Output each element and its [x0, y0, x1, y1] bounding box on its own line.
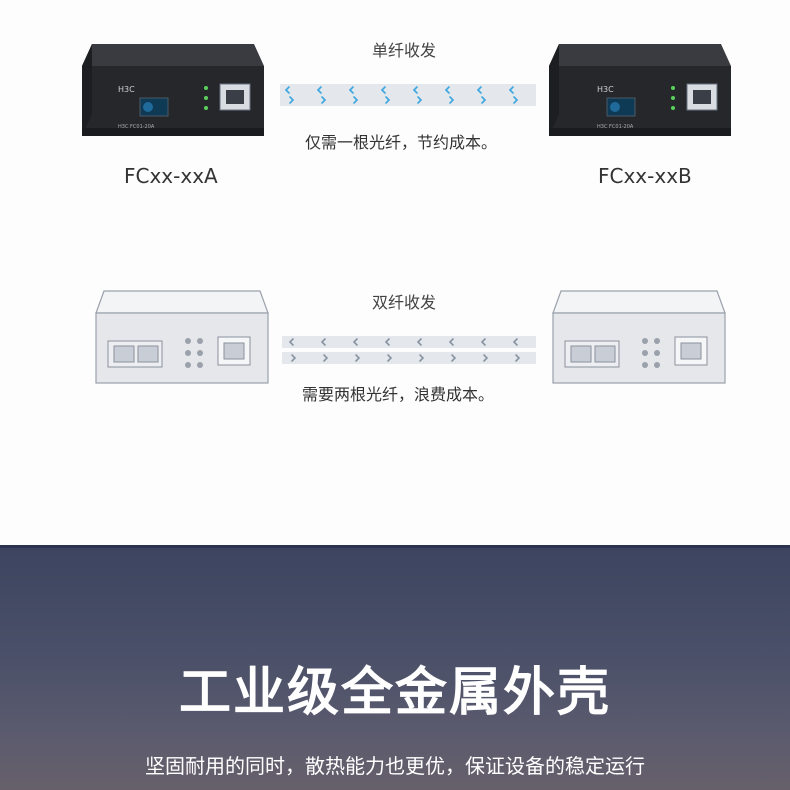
arrow-right-icon: [515, 354, 521, 362]
arrow-left-icon: [480, 338, 486, 346]
arrow-left-icon: [320, 338, 326, 346]
device-a-illustration: H3C H3C FC01-20A: [82, 44, 264, 136]
arrow-left-icon: [444, 86, 450, 94]
feature-headline: 工业级全金属外壳: [178, 663, 611, 723]
device-a-brand: H3C: [118, 85, 135, 94]
arrow-left-icon: [476, 86, 482, 94]
arrow-right-icon: [323, 354, 329, 362]
arrow-right-icon: [513, 96, 519, 104]
arrow-left-icon: [384, 338, 390, 346]
arrow-right-icon: [353, 96, 359, 104]
device-b-model: FCxx-xxB: [598, 164, 692, 188]
single-fiber-title: 单纤收发: [372, 41, 437, 60]
arrow-right-icon: [355, 354, 361, 362]
arrow-right-icon: [481, 96, 487, 104]
dual-fiber-note: 需要两根光纤，浪费成本。: [302, 385, 495, 404]
arrow-left-icon: [512, 338, 518, 346]
device-b-brand: H3C: [597, 85, 614, 94]
single-fiber-link: [280, 84, 536, 106]
arrow-right-icon: [385, 96, 391, 104]
device-a-label: H3C FC01-20A: [118, 124, 155, 130]
arrow-left-icon: [508, 86, 514, 94]
arrow-right-icon: [417, 96, 423, 104]
fiber-track: [282, 352, 536, 364]
arrow-right-icon: [451, 354, 457, 362]
feature-banner: [0, 545, 790, 790]
arrow-right-icon: [419, 354, 425, 362]
fiber-track: [282, 336, 536, 348]
arrow-left-icon: [348, 86, 354, 94]
arrow-left-icon: [284, 86, 290, 94]
dual-fiber-link-lower: [282, 352, 536, 364]
arrow-left-icon: [448, 338, 454, 346]
arrow-right-icon: [483, 354, 489, 362]
arrow-left-icon: [288, 338, 294, 346]
arrow-right-icon: [387, 354, 393, 362]
arrow-left-icon: [380, 86, 386, 94]
dual-device-right: [552, 290, 726, 384]
arrow-left-icon: [316, 86, 322, 94]
dual-fiber-title: 双纤收发: [372, 293, 437, 312]
device-b-label: H3C FC01-20A: [597, 124, 634, 130]
device-a-model: FCxx-xxA: [124, 164, 218, 188]
device-b-illustration: H3C H3C FC01-20A: [549, 44, 731, 136]
dual-fiber-link-upper: [282, 336, 536, 348]
dual-device-left: [95, 290, 269, 384]
arrow-right-icon: [449, 96, 455, 104]
arrow-right-icon: [289, 96, 295, 104]
arrow-right-icon: [291, 354, 297, 362]
arrow-left-icon: [352, 338, 358, 346]
feature-subline: 坚固耐用的同时，散热能力也更优，保证设备的稳定运行: [145, 754, 645, 778]
arrow-left-icon: [412, 86, 418, 94]
fiber-track: [280, 84, 536, 106]
arrow-left-icon: [416, 338, 422, 346]
single-fiber-note: 仅需一根光纤，节约成本。: [305, 133, 498, 152]
arrow-right-icon: [321, 96, 327, 104]
